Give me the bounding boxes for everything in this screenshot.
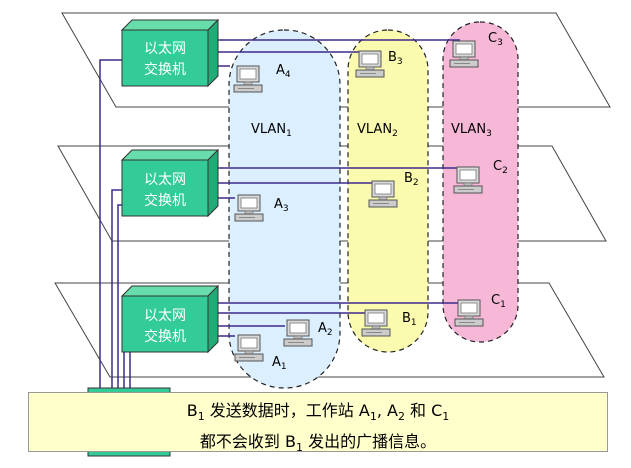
- label-a2: A2: [318, 321, 333, 338]
- label-c3: C3: [488, 31, 503, 48]
- workstation-a1-icon: [234, 334, 264, 362]
- workstation-b1-icon: [361, 309, 391, 337]
- switch-middle-label-line1: 以太网: [144, 172, 186, 188]
- note-line2: 都不会收到 B1 发出的广播信息。: [199, 432, 437, 455]
- label-c1: C1: [491, 293, 506, 310]
- switch-middle-label-line2: 交换机: [144, 192, 186, 209]
- vlan2-label: VLAN2: [357, 122, 398, 139]
- label-b2: B2: [404, 171, 419, 188]
- workstation-a4-icon: [233, 65, 263, 93]
- switch-top: 以太网 交换机: [120, 18, 220, 88]
- switch-top-label-line1: 以太网: [144, 41, 186, 57]
- label-b1: B1: [402, 311, 417, 328]
- workstation-c1-icon: [454, 299, 484, 327]
- switch-bottom-label-line2: 交换机: [144, 328, 186, 345]
- switch-bottom: 以太网 交换机: [120, 284, 220, 354]
- vlan1-label: VLAN1: [251, 122, 292, 139]
- label-b3: B3: [388, 50, 403, 67]
- vlan1-region: [228, 29, 341, 389]
- label-a1: A1: [272, 355, 287, 372]
- vlan3-region: [442, 21, 519, 343]
- label-a4: A4: [276, 63, 291, 80]
- note-line1: B1 发送数据时，工作站 A1, A2 和 C1: [186, 401, 450, 424]
- switch-bottom-label-line1: 以太网: [144, 308, 186, 324]
- workstation-b2-icon: [368, 180, 398, 208]
- workstation-c3-icon: [449, 40, 479, 68]
- label-a3: A3: [274, 197, 289, 214]
- switch-top-label-line2: 交换机: [144, 61, 186, 78]
- vlan3-label: VLAN3: [451, 122, 492, 139]
- workstation-a3-icon: [234, 194, 264, 222]
- switch-middle: 以太网 交换机: [120, 148, 220, 218]
- explanation-note: B1 发送数据时，工作站 A1, A2 和 C1 都不会收到 B1 发出的广播信…: [28, 392, 608, 454]
- label-c2: C2: [493, 159, 508, 176]
- workstation-b3-icon: [355, 50, 385, 78]
- workstation-c2-icon: [453, 166, 483, 194]
- workstation-a2-icon: [283, 319, 313, 347]
